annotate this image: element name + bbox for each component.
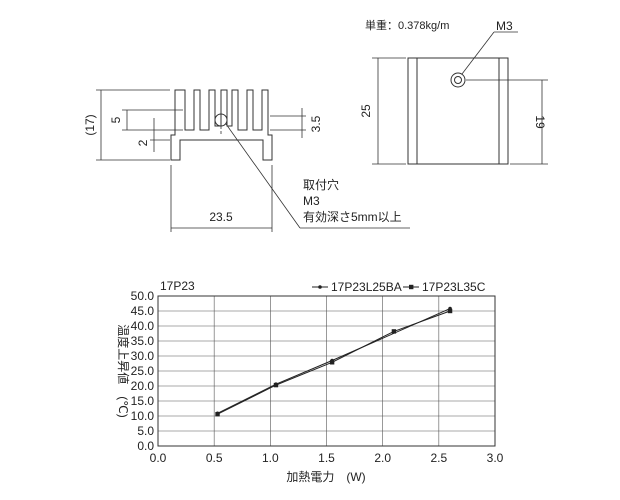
dim-side-height-label: 25: [359, 104, 373, 118]
y-tick-label: 50.0: [131, 289, 155, 303]
note-leader: [225, 123, 301, 229]
x-tick-label: 0.5: [206, 451, 223, 465]
dim-base-label: 2: [136, 139, 150, 146]
y-tick-label: 10.0: [131, 409, 155, 423]
dim-hole-pos-label: 19: [533, 115, 547, 129]
y-tick-labels: 0.05.010.015.020.025.030.035.040.045.050…: [131, 289, 155, 453]
legend-item: 17P23L25BA: [312, 280, 402, 294]
data-point: [273, 382, 279, 388]
side-view: 単重：0.378kg/m M3 25 19: [359, 18, 548, 165]
y-tick-label: 0.0: [137, 439, 154, 453]
front-view: (17) 5 2 3.5 23.5 取付穴 M3 有効深さ5mm以上: [83, 89, 410, 232]
y-tick-label: 5.0: [137, 424, 154, 438]
y-tick-label: 45.0: [131, 304, 155, 318]
note-line-2: M3: [303, 194, 320, 208]
dim-width-label: 23.5: [209, 210, 233, 224]
heatsink-profile: [170, 89, 273, 161]
data-point: [447, 308, 453, 314]
y-axis-label: 温度上昇値 (℃): [116, 324, 131, 417]
x-tick-labels: 0.0 0.5 1.0 1.5 2.0 2.5 3.0: [150, 451, 504, 465]
legend-marker: [318, 285, 322, 289]
legend-label: 17P23L35C: [422, 280, 486, 294]
unit-weight-label: 単重：0.378kg/m: [365, 18, 449, 32]
x-tick-label: 0.0: [150, 451, 167, 465]
x-axis-label: 加熱電力 (W): [286, 470, 365, 484]
side-hole-label: M3: [496, 19, 513, 33]
x-tick-label: 2.5: [430, 451, 447, 465]
side-hole-outer: [450, 72, 466, 88]
series-line: [217, 308, 451, 414]
y-tick-label: 25.0: [131, 364, 155, 378]
y-tick-label: 30.0: [131, 349, 155, 363]
x-tick-label: 3.0: [487, 451, 504, 465]
chart-title: 17P23: [160, 279, 195, 293]
data-point: [391, 329, 397, 334]
dim-fin-gap-label: 3.5: [309, 115, 323, 132]
side-body: [407, 57, 509, 165]
side-hole-inner: [454, 76, 462, 84]
data-point: [329, 360, 335, 365]
note-line-1: 取付穴: [303, 177, 339, 192]
chart-grid: [157, 295, 496, 447]
x-tick-label: 2.0: [374, 451, 391, 465]
legend-marker: [409, 284, 414, 290]
y-tick-label: 15.0: [131, 394, 155, 408]
plot-frame: [157, 295, 496, 447]
chart-series: [215, 306, 453, 417]
legend-label: 17P23L25BA: [331, 280, 402, 294]
dim-height-label: (17): [83, 114, 97, 135]
y-tick-label: 35.0: [131, 334, 155, 348]
x-tick-label: 1.0: [262, 451, 279, 465]
note-line-3: 有効深さ5mm以上: [303, 209, 402, 224]
y-tick-label: 20.0: [131, 379, 155, 393]
legend-item: 17P23L35C: [403, 280, 486, 294]
dim-slot-label: 5: [109, 116, 123, 123]
x-tick-label: 1.5: [318, 451, 335, 465]
chart-legend: 17P23L25BA 17P23L35C: [312, 280, 486, 294]
y-tick-label: 40.0: [131, 319, 155, 333]
side-hole-leader: [461, 31, 495, 75]
data-point: [215, 412, 220, 417]
series-17P23L35C: [215, 308, 453, 417]
